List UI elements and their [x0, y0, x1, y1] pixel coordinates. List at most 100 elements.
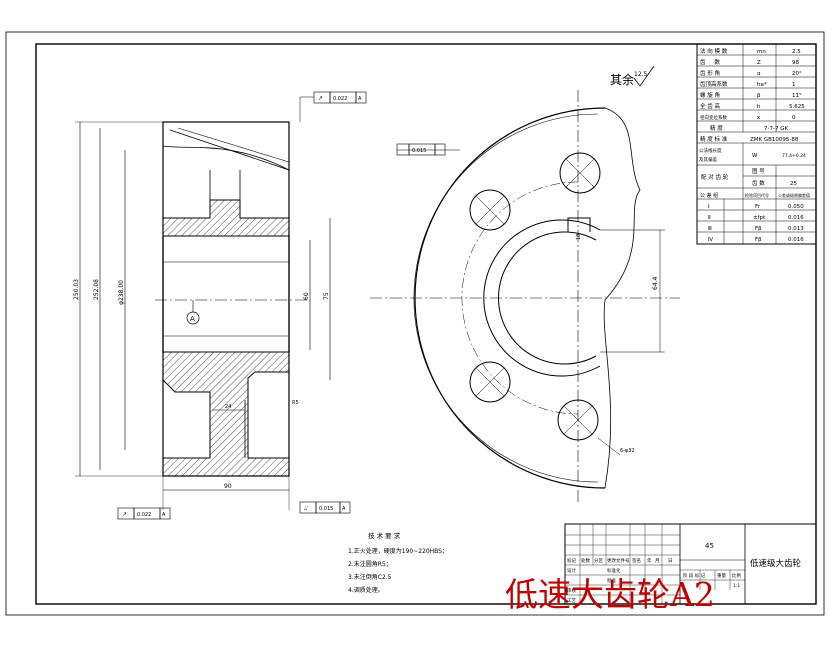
- svg-text:处数: 处数: [581, 557, 590, 564]
- material: 45: [705, 542, 714, 550]
- svg-text:标准化: 标准化: [607, 567, 621, 574]
- svg-text:β: β: [757, 93, 761, 99]
- svg-text:Fr: Fr: [755, 204, 761, 210]
- svg-text:A: A: [358, 96, 362, 102]
- gdt-frame-3: ⌰ 0.015 A: [299, 501, 351, 514]
- svg-text:全 齿 高: 全 齿 高: [700, 102, 720, 110]
- gdt-frame-front: 0.015: [396, 143, 446, 156]
- svg-text:98: 98: [792, 60, 799, 66]
- svg-text:Ⅳ: Ⅳ: [708, 237, 714, 243]
- svg-text:分区: 分区: [594, 557, 603, 564]
- dim-web: 24: [225, 404, 231, 410]
- svg-text:A: A: [342, 506, 346, 512]
- svg-text:2.5: 2.5: [792, 49, 801, 55]
- svg-text:⌰: ⌰: [304, 505, 308, 512]
- svg-text:1: 1: [792, 82, 796, 88]
- datum-marker: A: [186, 300, 200, 325]
- svg-text:0.013: 0.013: [788, 226, 804, 232]
- svg-text:Fβ: Fβ: [755, 226, 762, 232]
- svg-text:25: 25: [790, 181, 797, 187]
- front-dims: [397, 149, 665, 456]
- svg-text:配 对 齿 轮: 配 对 齿 轮: [701, 173, 729, 181]
- svg-text:11°: 11°: [792, 93, 802, 99]
- svg-text:77.4+0.24: 77.4+0.24: [782, 153, 806, 159]
- parameter-rows: 法 向 模 数 mn 2.5 齿 数 Z 98 齿 形 角 α 20° 齿顶高系…: [699, 47, 810, 243]
- parameter-table: [696, 43, 817, 245]
- svg-text:20°: 20°: [792, 71, 802, 77]
- outer-frame: [5, 31, 825, 616]
- svg-text:x: x: [757, 115, 761, 121]
- gdt-frame-1: ↗ 0.022 A: [299, 91, 367, 122]
- svg-text:↗: ↗: [122, 511, 127, 518]
- tech-requirements: 技 术 要 求 1.正火处理，硬度为190~220HBS； 2.未注圆角R5； …: [348, 531, 448, 594]
- svg-text:0.015: 0.015: [412, 148, 426, 154]
- svg-text:α: α: [757, 71, 761, 77]
- svg-text:0: 0: [792, 115, 796, 121]
- svg-text:阶 段 标 记: 阶 段 标 记: [683, 572, 706, 579]
- svg-text:及其偏差: 及其偏差: [699, 156, 717, 163]
- svg-text:比例: 比例: [732, 572, 741, 579]
- svg-text:齿 数: 齿 数: [752, 179, 765, 187]
- svg-text:齿 形 角: 齿 形 角: [700, 69, 720, 77]
- dim-keyway-depth: 64.4: [652, 276, 659, 290]
- svg-text:图 号: 图 号: [752, 167, 765, 175]
- watermark-title: 低速大齿轮A2: [505, 575, 715, 614]
- dim-width: 90: [224, 483, 232, 490]
- svg-text:Fβ: Fβ: [755, 237, 762, 243]
- svg-text:0.015: 0.015: [319, 506, 333, 512]
- svg-text:0.016: 0.016: [788, 215, 804, 221]
- svg-text:0.022: 0.022: [333, 96, 347, 102]
- svg-text:齿 数: 齿 数: [700, 58, 720, 66]
- tech-item-2: 2.未注圆角R5；: [348, 560, 392, 568]
- svg-text:公 差 组: 公 差 组: [700, 192, 718, 199]
- svg-text:法 向 模 数: 法 向 模 数: [700, 47, 728, 55]
- tech-item-1: 1.正火处理，硬度为190~220HBS；: [348, 547, 448, 555]
- dim-radius: R5: [292, 400, 299, 406]
- part-name: 低速级大齿轮: [750, 558, 802, 569]
- datum-label: A: [190, 315, 195, 323]
- svg-text:设计: 设计: [567, 567, 576, 574]
- svg-text:公差或极限偏差值: 公差或极限偏差值: [778, 192, 810, 198]
- svg-text:↗: ↗: [318, 95, 323, 102]
- gdt-frame-2: ↗ 0.022 A: [117, 507, 171, 520]
- svg-text:12.5: 12.5: [634, 71, 648, 78]
- svg-text:精 度 标 准: 精 度 标 准: [700, 135, 728, 143]
- svg-text:径向变位系数: 径向变位系数: [700, 114, 727, 121]
- svg-text:5.625: 5.625: [789, 104, 805, 110]
- dim-bore: 60: [303, 292, 310, 300]
- tech-title: 技 术 要 求: [368, 531, 401, 540]
- svg-text:签名: 签名: [632, 557, 641, 564]
- svg-text:日: 日: [668, 558, 673, 564]
- svg-text:7-7-7 GK: 7-7-7 GK: [764, 126, 788, 132]
- dim-holes: 6-φ32: [620, 448, 635, 454]
- dim-diameter-2: 252.08: [93, 279, 100, 300]
- dim-outer-diameter: 250.03: [73, 279, 80, 300]
- svg-text:0.050: 0.050: [788, 204, 804, 210]
- svg-text:月: 月: [655, 558, 660, 564]
- svg-text:其余: 其余: [610, 72, 634, 87]
- svg-text:螺 旋 角: 螺 旋 角: [700, 91, 720, 99]
- svg-text:批准: 批准: [607, 577, 616, 584]
- svg-text:h: h: [757, 104, 761, 110]
- svg-text:±fpt: ±fpt: [753, 215, 766, 221]
- tech-item-3: 3.未注倒角C2.5: [348, 573, 392, 581]
- roughness-note: 其余 12.5: [610, 65, 655, 87]
- svg-text:A: A: [162, 512, 166, 518]
- svg-text:工艺: 工艺: [567, 598, 576, 604]
- svg-text:1:1: 1:1: [733, 583, 740, 589]
- front-view: [370, 90, 680, 505]
- svg-text:Ⅰ: Ⅰ: [708, 204, 710, 210]
- inner-frame: [35, 43, 817, 605]
- svg-text:公法线长度: 公法线长度: [699, 147, 722, 154]
- svg-text:重量: 重量: [717, 572, 726, 579]
- section-view: [75, 121, 331, 510]
- svg-text:齿顶高系数: 齿顶高系数: [700, 80, 728, 88]
- svg-text:Ⅲ: Ⅲ: [708, 226, 712, 232]
- svg-text:W: W: [752, 153, 758, 159]
- tech-item-4: 4.调质处理。: [348, 586, 384, 594]
- svg-text:标记: 标记: [567, 557, 576, 564]
- svg-text:0.016: 0.016: [788, 237, 804, 243]
- svg-text:Z: Z: [757, 60, 761, 66]
- svg-text:精 度: 精 度: [710, 124, 723, 132]
